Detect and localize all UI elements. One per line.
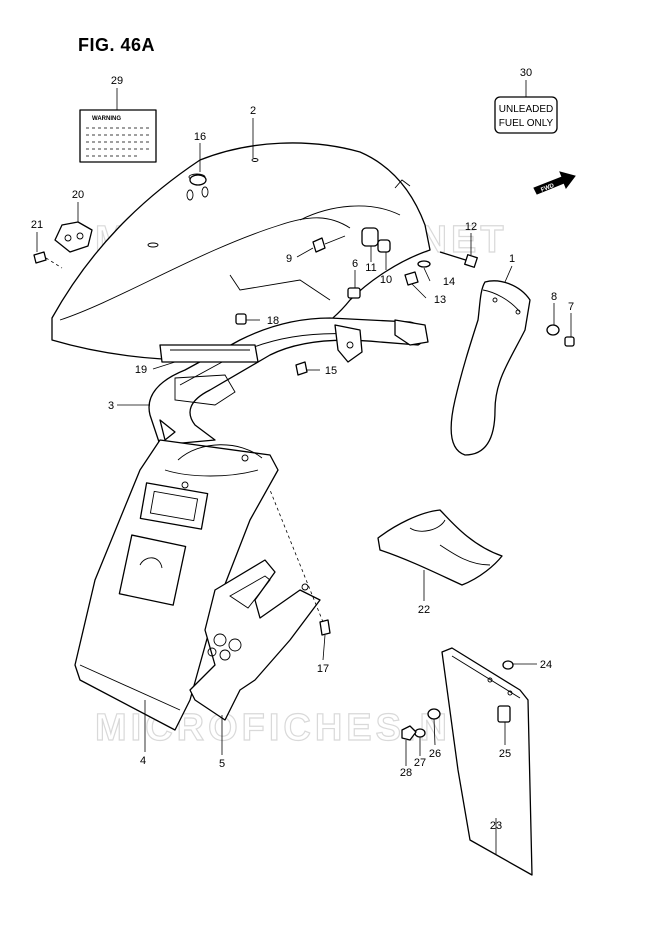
- license-plate-bracket: [189, 559, 321, 721]
- tool-bag: [377, 509, 503, 586]
- callout-12: 12: [465, 221, 477, 233]
- callout-23: 23: [490, 820, 502, 832]
- rear-fender: [51, 142, 431, 361]
- fender-strap: [159, 344, 259, 363]
- callout-27: 27: [414, 757, 426, 769]
- callout-28: 28: [400, 767, 412, 779]
- callout-19: 19: [135, 364, 147, 376]
- callout-7: 7: [568, 301, 574, 313]
- callout-numbers: 1 2 3 4 5 6 7 8 9 10 11 12 13 14 15 16 1…: [31, 67, 574, 832]
- callout-25: 25: [499, 748, 511, 760]
- lower-rear-fender: [74, 439, 279, 731]
- callout-18: 18: [267, 315, 279, 327]
- callout-22: 22: [418, 604, 430, 616]
- unleaded-label-line1: UNLEADED: [499, 104, 553, 115]
- callout-24: 24: [540, 659, 552, 671]
- callout-21: 21: [31, 219, 43, 231]
- callout-13: 13: [434, 294, 446, 306]
- callout-20: 20: [72, 189, 84, 201]
- callout-26: 26: [429, 748, 441, 760]
- forward-arrow-icon: FWD: [533, 171, 576, 195]
- callout-11: 11: [365, 262, 376, 274]
- unleaded-label-line2: FUEL ONLY: [499, 118, 554, 129]
- callout-16: 16: [194, 131, 206, 143]
- side-plate: [441, 647, 533, 876]
- figure-title: FIG. 46A: [78, 35, 156, 55]
- callout-10: 10: [380, 274, 392, 286]
- warning-sticker: WARNING: [79, 109, 157, 163]
- callout-3: 3: [108, 400, 114, 412]
- callout-9: 9: [286, 253, 292, 265]
- callout-15: 15: [325, 365, 337, 377]
- rear-carrier-frame: [148, 274, 429, 446]
- callout-5: 5: [219, 758, 225, 770]
- callout-6: 6: [352, 258, 358, 270]
- mud-flap: [450, 280, 531, 456]
- callout-1: 1: [509, 253, 515, 265]
- leader-lines: [36, 80, 572, 855]
- forward-arrow-label: FWD: [540, 183, 556, 194]
- unleaded-fuel-label: UNLEADED FUEL ONLY: [494, 96, 558, 134]
- callout-17: 17: [317, 663, 329, 675]
- callout-4: 4: [140, 755, 146, 767]
- callout-8: 8: [551, 291, 557, 303]
- callout-2: 2: [250, 105, 256, 117]
- callout-29: 29: [111, 75, 123, 87]
- callout-14: 14: [443, 276, 455, 288]
- callout-30: 30: [520, 67, 532, 79]
- hardware-parts: [33, 174, 575, 741]
- warning-sticker-text: WARNING: [92, 116, 121, 122]
